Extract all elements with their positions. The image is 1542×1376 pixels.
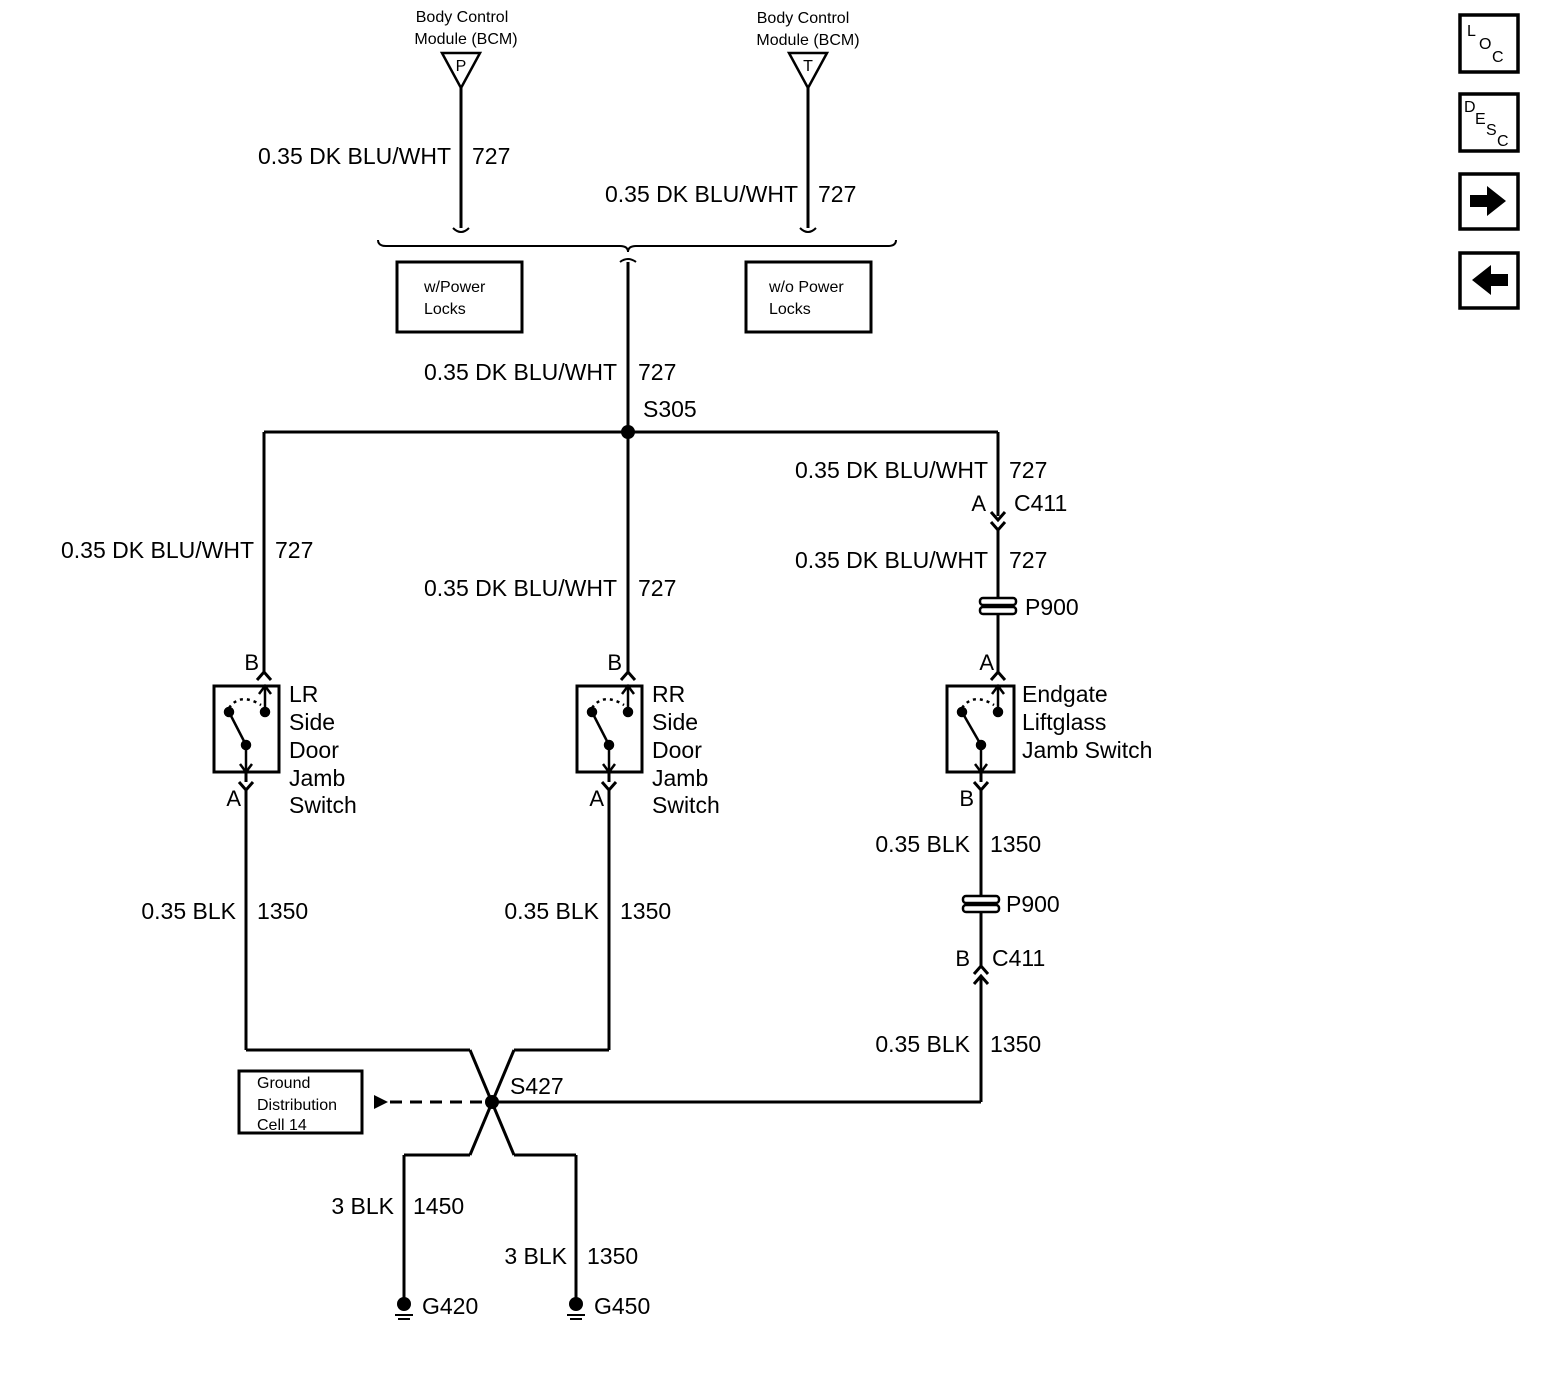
main-feed-wire-circuit: 727	[638, 359, 676, 385]
without-power-locks-line1: w/o Power	[768, 279, 844, 296]
bcm-right-connector: T	[786, 51, 830, 91]
g450-ground-symbol	[567, 1297, 585, 1320]
with-power-locks-line2: Locks	[424, 301, 466, 318]
rr-ground-wire-circuit: 1350	[620, 898, 671, 924]
c411-lower-pin: B	[955, 946, 970, 971]
loc-letter-c: C	[1492, 49, 1504, 66]
right-arrow-icon	[1470, 186, 1506, 216]
p900-lower-label: P900	[1006, 891, 1060, 917]
ground-distribution-arrow-icon	[374, 1095, 388, 1109]
lr-ground-wire-circuit: 1350	[257, 898, 308, 924]
bcm-right-label-line2: Module (BCM)	[756, 32, 859, 49]
bcm-right-label-line1: Body Control	[757, 10, 850, 27]
endgate-ground-upper-circuit: 1350	[990, 831, 1041, 857]
endgate-feed-upper-label: 0.35 DK BLU/WHT	[795, 457, 988, 483]
with-power-locks-line1: w/Power	[423, 279, 486, 296]
next-page-button[interactable]	[1458, 172, 1520, 231]
endgate-ground-lower-circuit: 1350	[990, 1031, 1041, 1057]
endgate-feed-lower-circuit: 727	[1009, 547, 1047, 573]
ground-distribution-line1: Ground	[257, 1075, 310, 1092]
endgate-switch-name-line1: Endgate	[1022, 681, 1108, 707]
g420-label: G420	[422, 1293, 478, 1319]
p900-upper-symbol	[978, 596, 1018, 616]
previous-page-button[interactable]	[1458, 251, 1520, 310]
lr-switch-pin-bottom: A	[226, 786, 241, 811]
g420-wire-label: 3 BLK	[331, 1193, 394, 1219]
splice-s427-label: S427	[510, 1073, 564, 1099]
lr-switch-contacts	[223, 683, 272, 775]
loc-button[interactable]: L O C	[1458, 13, 1520, 74]
lr-switch-name-line3: Door	[289, 737, 339, 763]
without-power-locks-line2: Locks	[769, 301, 811, 318]
desc-letter-d: D	[1464, 99, 1476, 116]
bcm-left-pin: P	[456, 58, 467, 75]
endgate-feed-upper-circuit: 727	[1009, 457, 1047, 483]
rr-ground-wire-label: 0.35 BLK	[504, 898, 599, 924]
endgate-feed-lower-label: 0.35 DK BLU/WHT	[795, 547, 988, 573]
bcm-left-wire-circuit: 727	[472, 143, 510, 169]
lr-ground-wire-label: 0.35 BLK	[141, 898, 236, 924]
splice-s305-label: S305	[643, 396, 697, 422]
rr-feed-wire-circuit: 727	[638, 575, 676, 601]
lr-switch-name-line5: Switch	[289, 792, 357, 818]
rr-switch-name-line3: Door	[652, 737, 702, 763]
bcm-left-label-line2: Module (BCM)	[414, 31, 517, 48]
desc-button[interactable]: D E S C	[1458, 92, 1520, 153]
g450-label: G450	[594, 1293, 650, 1319]
loc-letter-o: O	[1479, 36, 1491, 53]
g420-ground-symbol	[395, 1297, 413, 1320]
p900-upper-label: P900	[1025, 594, 1079, 620]
rr-switch-pin-top: B	[607, 650, 622, 675]
lr-feed-wire-label: 0.35 DK BLU/WHT	[61, 537, 254, 563]
desc-letter-c: C	[1497, 133, 1509, 150]
bcm-right-wire-label: 0.35 DK BLU/WHT	[605, 181, 798, 207]
bcm-left-label-line1: Body Control	[416, 9, 509, 26]
splice-s427-dot	[485, 1095, 499, 1109]
loc-letter-l: L	[1467, 23, 1476, 40]
rr-switch-name-line4: Jamb	[652, 765, 708, 791]
endgate-switch-name-line3: Jamb Switch	[1022, 737, 1152, 763]
left-arrow-icon	[1472, 265, 1508, 295]
p900-lower-symbol	[961, 894, 1001, 914]
desc-letter-e: E	[1475, 111, 1486, 128]
rr-feed-wire-label: 0.35 DK BLU/WHT	[424, 575, 617, 601]
rr-switch-name-line2: Side	[652, 709, 698, 735]
g420-wire-circuit: 1450	[413, 1193, 464, 1219]
lr-switch-pin-top: B	[244, 650, 259, 675]
splice-s305-dot	[621, 425, 635, 439]
lr-switch-name-line2: Side	[289, 709, 335, 735]
main-feed-wire-label: 0.35 DK BLU/WHT	[424, 359, 617, 385]
endgate-switch-contacts	[956, 683, 1005, 775]
endgate-ground-lower-label: 0.35 BLK	[875, 1031, 970, 1057]
endgate-ground-upper-label: 0.35 BLK	[875, 831, 970, 857]
lr-switch-name-line1: LR	[289, 681, 318, 707]
lr-switch-name-line4: Jamb	[289, 765, 345, 791]
rr-switch-contacts	[586, 683, 635, 775]
c411-lower-label: C411	[992, 945, 1045, 971]
desc-letter-s: S	[1486, 122, 1497, 139]
g450-wire-circuit: 1350	[587, 1243, 638, 1269]
rr-switch-name-line5: Switch	[652, 792, 720, 818]
ground-distribution-line3: Cell 14	[257, 1117, 307, 1134]
endgate-switch-pin-bottom: B	[959, 786, 974, 811]
c411-upper-label: C411	[1014, 490, 1067, 516]
bcm-right-pin: T	[803, 58, 813, 75]
bcm-left-connector: P	[439, 51, 483, 91]
bcm-left-wire-label: 0.35 DK BLU/WHT	[258, 143, 451, 169]
ground-distribution-line2: Distribution	[257, 1097, 337, 1114]
endgate-switch-pin-top: A	[979, 650, 994, 675]
g450-wire-label: 3 BLK	[504, 1243, 567, 1269]
bcm-right-wire-circuit: 727	[818, 181, 856, 207]
lr-feed-wire-circuit: 727	[275, 537, 313, 563]
rr-switch-pin-bottom: A	[589, 786, 604, 811]
rr-switch-name-line1: RR	[652, 681, 685, 707]
endgate-switch-name-line2: Liftglass	[1022, 709, 1106, 735]
c411-upper-pin: A	[971, 491, 986, 516]
